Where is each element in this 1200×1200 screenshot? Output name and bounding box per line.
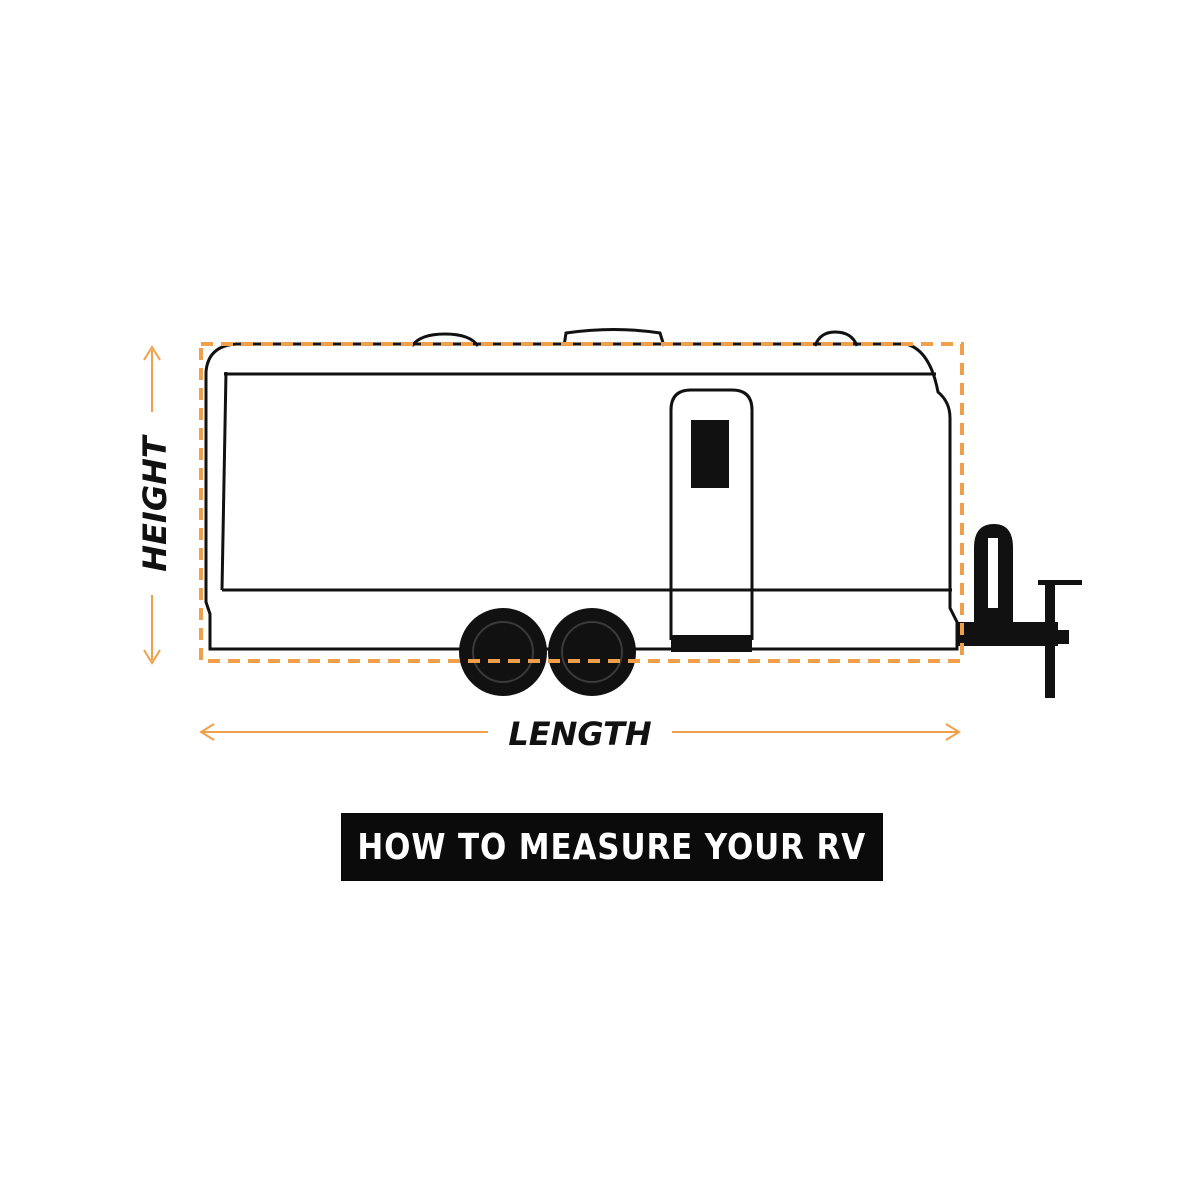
tongue-jack bbox=[1045, 580, 1055, 698]
rv-trailer bbox=[204, 328, 959, 651]
height-arrow bbox=[143, 345, 161, 665]
roof-vent-left bbox=[410, 332, 480, 347]
height-label: HEIGHT bbox=[136, 434, 174, 572]
length-arrow bbox=[199, 723, 961, 741]
door-outline bbox=[669, 388, 754, 640]
tongue-frame bbox=[958, 622, 1058, 646]
front-cap-line bbox=[220, 371, 228, 591]
door-step bbox=[671, 635, 752, 652]
roof-vent-right bbox=[813, 330, 859, 347]
wheel-front bbox=[459, 608, 547, 696]
banner-title: HOW TO MEASURE YOUR RV bbox=[357, 826, 867, 868]
title-banner: HOW TO MEASURE YOUR RV bbox=[341, 813, 883, 881]
length-label: LENGTH bbox=[508, 715, 652, 753]
measurement-bounding-box bbox=[199, 342, 964, 663]
trailer-outline bbox=[204, 342, 959, 651]
trailer-hitch bbox=[958, 524, 1082, 698]
roof-ac-unit bbox=[562, 328, 666, 347]
wheel-rear bbox=[548, 608, 636, 696]
door-window bbox=[691, 420, 729, 488]
wheels bbox=[459, 608, 636, 696]
